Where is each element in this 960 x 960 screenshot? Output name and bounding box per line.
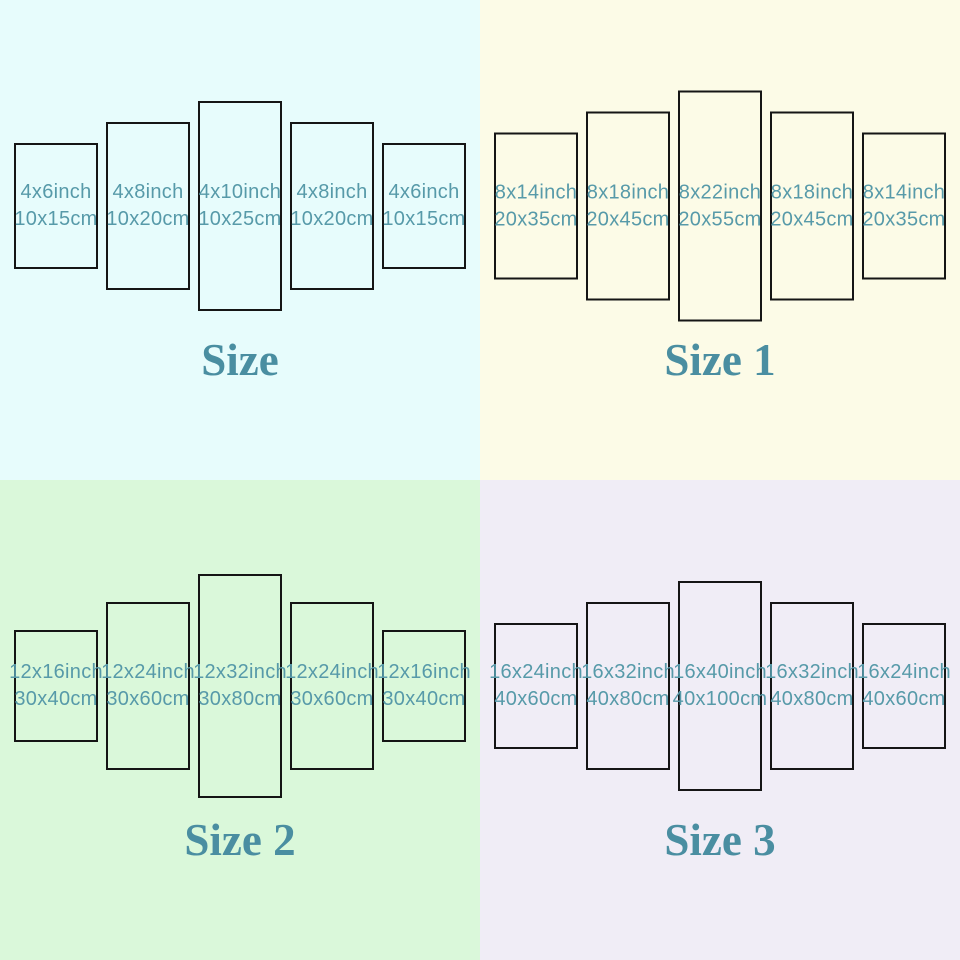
panel-size-inch: 16x24inch — [489, 661, 583, 683]
panel-size-inch: 12x16inch — [377, 661, 471, 683]
quadrant-size-1: 8x14inch 20x35cm 8x18inch 20x45cm 8x22inch 20… — [480, 0, 960, 480]
panel-size-inch: 16x32inch — [765, 661, 859, 683]
panel-size-inch: 16x32inch — [581, 661, 675, 683]
quadrant-size: 4x6inch 10x15cm 4x8inch 10x20cm 4x10inch 10x2… — [0, 0, 480, 480]
size-panel: 8x22inch 20x55cm — [678, 90, 762, 322]
size-panel: 16x24inch 40x60cm — [857, 623, 951, 749]
size-panel: 16x40inch 40x100cm — [673, 581, 767, 791]
panel-size-inch: 12x24inch — [285, 661, 379, 683]
size-panel: 4x10inch 10x25cm — [198, 101, 282, 311]
panel-size-cm: 10x15cm — [382, 208, 466, 230]
size-panel: 4x8inch 10x20cm — [290, 122, 374, 290]
panel-size-inch: 4x10inch — [198, 181, 282, 203]
panel-size-cm: 20x45cm — [586, 208, 670, 230]
panel-size-inch: 8x18inch — [770, 181, 854, 203]
panel-size-inch: 12x32inch — [193, 661, 287, 683]
panel-size-cm: 10x20cm — [106, 208, 190, 230]
panel-size-inch: 16x24inch — [857, 661, 951, 683]
size-panel: 8x18inch 20x45cm — [770, 111, 854, 301]
panels-row: 8x14inch 20x35cm 8x18inch 20x45cm 8x22inch 20… — [494, 90, 946, 322]
panel-size-cm: 10x20cm — [290, 208, 374, 230]
size-panel: 12x16inch 30x40cm — [377, 630, 471, 742]
quadrant-title: Size — [201, 335, 279, 385]
panel-size-cm: 30x60cm — [106, 688, 190, 710]
size-panel: 8x14inch 20x35cm — [494, 132, 578, 280]
size-panel: 12x24inch 30x60cm — [101, 602, 195, 770]
panel-size-inch: 8x14inch — [862, 181, 946, 203]
panel-size-cm: 40x60cm — [862, 688, 946, 710]
size-panel: 12x24inch 30x60cm — [285, 602, 379, 770]
size-panel: 8x18inch 20x45cm — [586, 111, 670, 301]
panel-size-cm: 40x100cm — [672, 688, 768, 710]
size-panel: 8x14inch 20x35cm — [862, 132, 946, 280]
panel-size-cm: 30x40cm — [382, 688, 466, 710]
panel-size-cm: 30x80cm — [198, 688, 282, 710]
panels-row: 4x6inch 10x15cm 4x8inch 10x20cm 4x10inch 10x2… — [14, 101, 466, 311]
panel-size-cm: 30x60cm — [290, 688, 374, 710]
panel-size-inch: 12x16inch — [9, 661, 103, 683]
panel-size-cm: 40x80cm — [586, 688, 670, 710]
size-panel: 12x16inch 30x40cm — [9, 630, 103, 742]
panel-size-cm: 20x35cm — [862, 208, 946, 230]
quadrant-title: Size 1 — [664, 335, 776, 385]
panel-size-cm: 40x80cm — [770, 688, 854, 710]
panel-size-inch: 4x6inch — [388, 181, 460, 203]
panel-size-cm: 10x15cm — [14, 208, 98, 230]
panel-size-cm: 40x60cm — [494, 688, 578, 710]
size-panel: 16x32inch 40x80cm — [765, 602, 859, 770]
quadrant-title: Size 3 — [664, 815, 776, 865]
size-panel: 4x6inch 10x15cm — [382, 143, 466, 269]
panel-size-inch: 8x18inch — [586, 181, 670, 203]
panel-size-inch: 8x22inch — [678, 181, 762, 203]
size-panel: 16x24inch 40x60cm — [489, 623, 583, 749]
size-panel: 12x32inch 30x80cm — [193, 574, 287, 798]
panel-size-inch: 4x8inch — [112, 181, 184, 203]
panel-size-cm: 20x45cm — [770, 208, 854, 230]
panel-size-inch: 16x40inch — [673, 661, 767, 683]
panel-size-inch: 4x6inch — [20, 181, 92, 203]
panel-size-cm: 30x40cm — [14, 688, 98, 710]
size-panel: 4x8inch 10x20cm — [106, 122, 190, 290]
panel-size-inch: 12x24inch — [101, 661, 195, 683]
size-panel: 16x32inch 40x80cm — [581, 602, 675, 770]
panel-size-cm: 20x35cm — [494, 208, 578, 230]
quadrant-title: Size 2 — [184, 815, 296, 865]
panel-size-inch: 4x8inch — [296, 181, 368, 203]
size-panel: 4x6inch 10x15cm — [14, 143, 98, 269]
panel-size-inch: 8x14inch — [494, 181, 578, 203]
panel-size-cm: 20x55cm — [678, 208, 762, 230]
panel-size-cm: 10x25cm — [198, 208, 282, 230]
